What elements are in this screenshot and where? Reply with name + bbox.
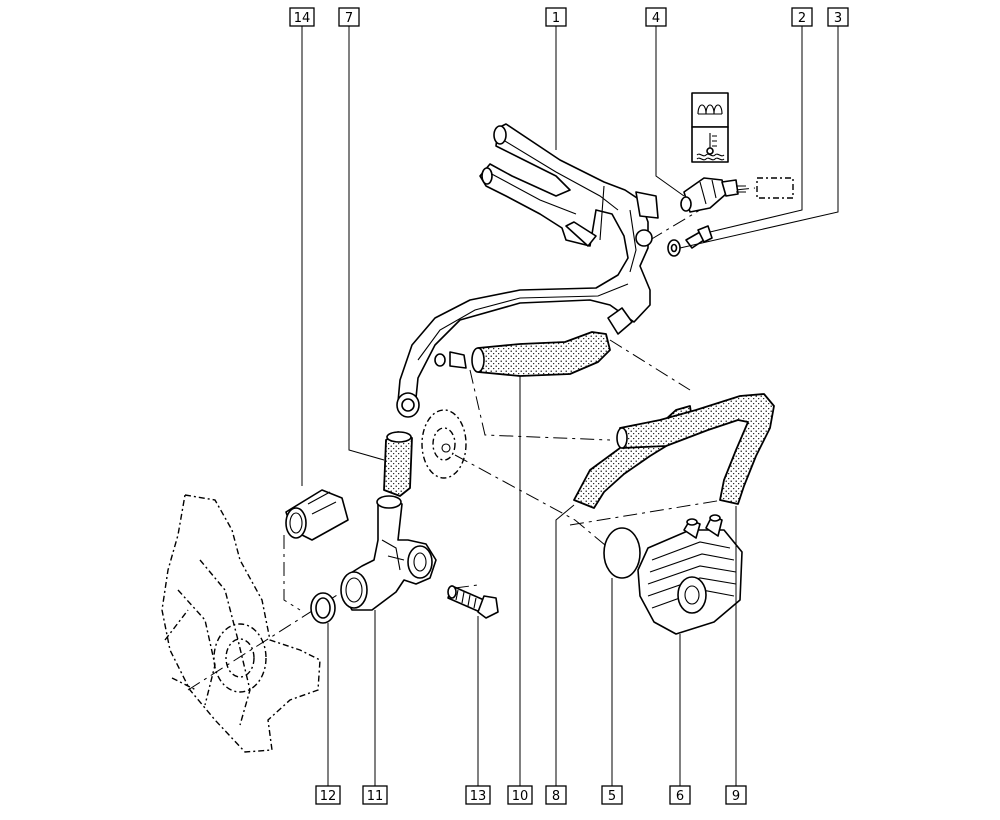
callout-8: 8 — [545, 785, 567, 805]
sensor-symbol-panel — [691, 92, 729, 163]
svg-text:4: 4 — [652, 11, 660, 26]
svg-text:12: 12 — [320, 789, 337, 804]
callout-1: 1 — [545, 7, 567, 27]
callout-6: 6 — [669, 785, 691, 805]
callout-14: 14 — [289, 7, 315, 27]
svg-text:5: 5 — [608, 789, 616, 804]
oil-cooler-outlet-hose — [619, 393, 775, 505]
callout-10: 10 — [507, 785, 533, 805]
svg-text:7: 7 — [345, 11, 353, 26]
svg-text:2: 2 — [798, 11, 806, 26]
svg-text:8: 8 — [552, 789, 560, 804]
callout-7: 7 — [338, 7, 360, 27]
oil-cooler-seal — [603, 527, 641, 579]
coolant-pipe — [396, 123, 659, 418]
callout-9: 9 — [725, 785, 747, 805]
svg-text:13: 13 — [470, 789, 487, 804]
leader-lines — [301, 26, 839, 786]
o-ring — [310, 592, 336, 624]
upper-coolant-hose — [477, 331, 611, 377]
svg-text:3: 3 — [834, 11, 842, 26]
svg-text:1: 1 — [552, 11, 560, 26]
outlet-gasket — [421, 409, 467, 479]
callout-11: 11 — [362, 785, 388, 805]
engine-block-outline — [161, 494, 321, 753]
water-outlet-housing — [340, 495, 437, 611]
washer — [667, 239, 681, 257]
engine-sleeve — [285, 489, 349, 541]
callout-5: 5 — [601, 785, 623, 805]
electrical-connector-icon — [756, 177, 794, 199]
callout-3: 3 — [827, 7, 849, 27]
oil-cooler — [637, 514, 743, 635]
svg-text:11: 11 — [367, 789, 384, 804]
coolant-temperature-icon — [696, 133, 725, 161]
heater-coil-icon — [697, 104, 723, 115]
callout-4: 4 — [645, 7, 667, 27]
callout-13: 13 — [465, 785, 491, 805]
callout-2: 2 — [791, 7, 813, 27]
svg-text:6: 6 — [676, 789, 684, 804]
svg-text:10: 10 — [512, 789, 529, 804]
pipe-bolt — [685, 225, 713, 249]
svg-text:9: 9 — [732, 789, 740, 804]
callout-12: 12 — [315, 785, 341, 805]
housing-bolt — [447, 585, 499, 619]
svg-text:14: 14 — [294, 11, 311, 26]
temperature-sensor — [680, 177, 746, 213]
